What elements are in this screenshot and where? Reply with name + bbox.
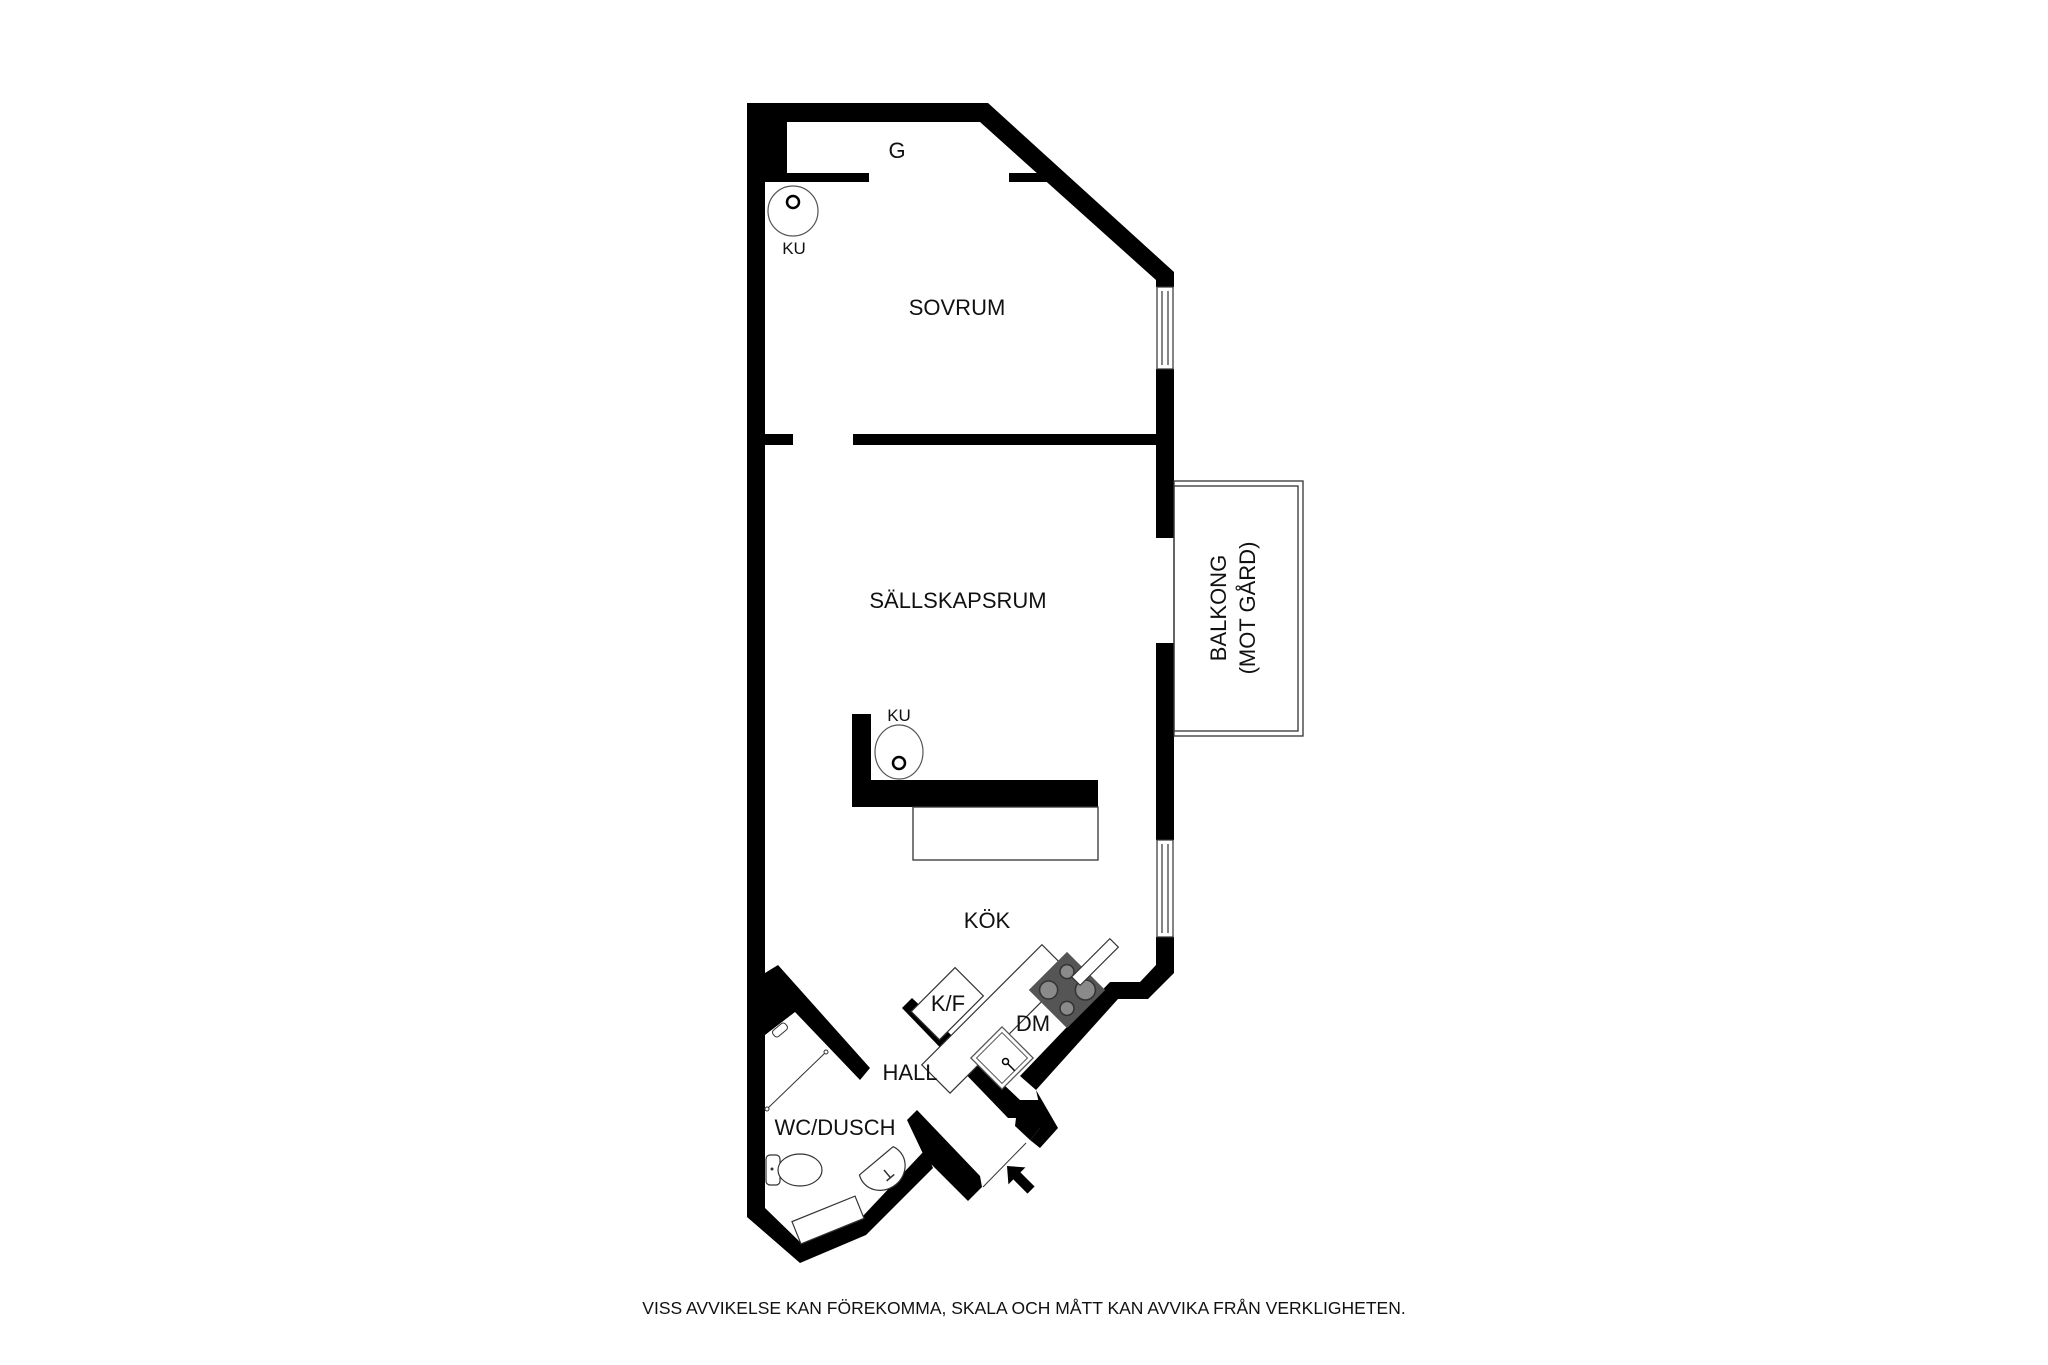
closet-block [747, 103, 787, 182]
shower-tray [791, 1195, 865, 1245]
closet-front-right [1009, 173, 1054, 182]
kitchen-counter [920, 943, 1072, 1095]
hall-left-wall [907, 1110, 982, 1201]
entrance-right-stub [1030, 1090, 1058, 1148]
bathroom-south-wall [747, 1150, 933, 1263]
tiled-stove-icon [767, 185, 819, 237]
label-closet: G [888, 138, 905, 163]
stove-side-counter [1070, 937, 1120, 987]
toilet-icon [765, 1153, 823, 1187]
west-wall [747, 103, 765, 1217]
label-bedroom: SOVRUM [909, 295, 1006, 320]
windows [1156, 286, 1174, 938]
label-bathroom: WC/DUSCH [775, 1115, 896, 1140]
counter [912, 806, 1099, 861]
window-bedroom [1156, 286, 1174, 370]
label-hall: HALL [882, 1060, 937, 1085]
closet-front-left [765, 173, 869, 182]
label-balcony-note: (MOT GÅRD) [1235, 542, 1260, 675]
fridge-freezer [910, 966, 985, 1041]
tiled-stove-icon [874, 724, 924, 780]
north-wall [747, 103, 1174, 287]
label-fridge-freezer: K/F [931, 991, 965, 1016]
washbasin-icon [858, 1145, 906, 1191]
shower-curtain [766, 1051, 827, 1110]
disclaimer-text: VISS AVVIKELSE KAN FÖREKOMMA, SKALA OCH … [642, 1298, 1406, 1318]
east-wall-2 [1156, 643, 1174, 840]
bathroom-wall-top [765, 965, 870, 1080]
divider-left-stub [765, 434, 793, 445]
l-wall [852, 714, 1098, 807]
balcony [1173, 480, 1304, 737]
label-ku-bedroom: KU [782, 239, 806, 258]
entrance-arrow-icon [1007, 1166, 1035, 1194]
entrance-door [982, 1142, 1027, 1188]
label-balcony: BALKONG [1206, 555, 1231, 661]
east-wall-3 [1020, 937, 1174, 1090]
label-dishwasher: DM [1016, 1011, 1050, 1036]
east-wall-1 [1156, 369, 1174, 538]
label-living-room: SÄLLSKAPSRUM [869, 588, 1046, 613]
walls [747, 103, 1174, 1263]
divider-wall [853, 434, 1156, 445]
sink-icon [969, 1025, 1035, 1091]
shower-head-icon [772, 1022, 788, 1038]
label-ku-living: KU [887, 706, 911, 725]
label-kitchen: KÖK [964, 908, 1011, 933]
window-kitchen [1156, 839, 1174, 938]
